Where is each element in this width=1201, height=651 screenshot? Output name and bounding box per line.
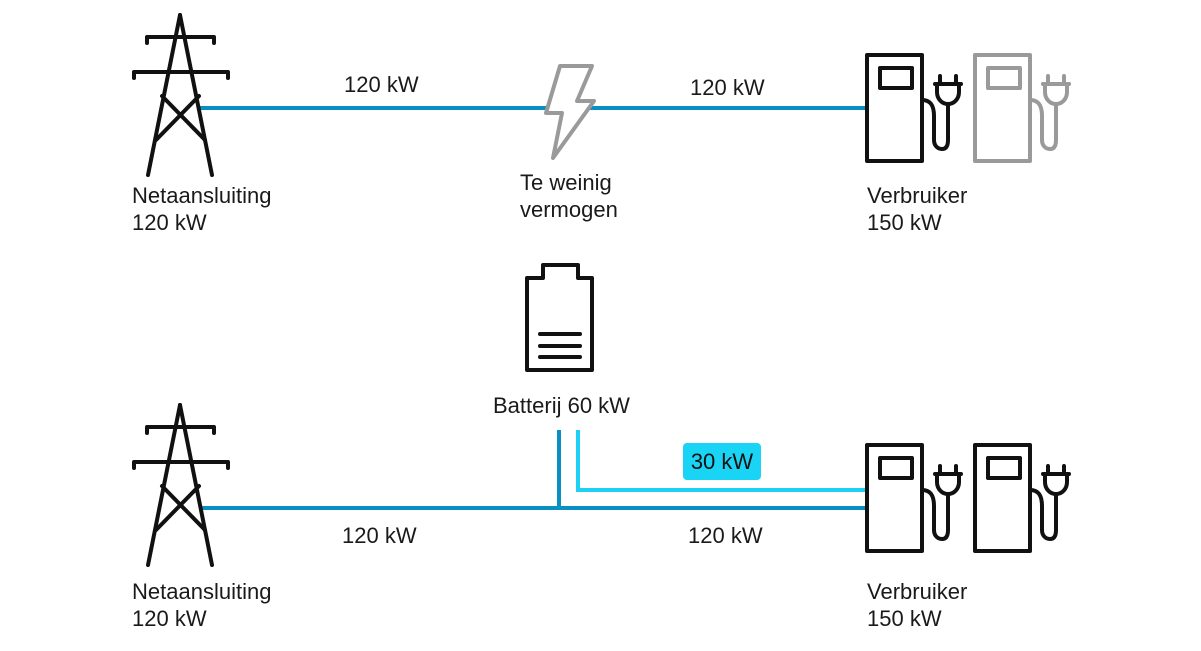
lightning-bolt-icon (544, 64, 596, 160)
battery-flow-line (576, 430, 868, 492)
ev-charger-icon-inactive (973, 53, 1071, 163)
ev-charger-icon (973, 443, 1071, 553)
top-grid-name: Netaansluiting (132, 183, 272, 208)
top-line-right-label: 120 kW (690, 75, 765, 100)
top-grid-power: 120 kW (132, 210, 207, 235)
ev-charger-icon (865, 443, 963, 553)
power-pylon-icon (132, 403, 230, 567)
warning-text-line2: vermogen (520, 197, 618, 222)
bottom-consumer-name: Verbruiker (867, 579, 968, 604)
battery-label: Batterij 60 kW (493, 393, 630, 418)
bottom-grid-power: 120 kW (132, 606, 207, 631)
warning-text-line1: Te weinig (520, 170, 612, 195)
ev-charger-icon (865, 53, 963, 163)
battery-flow-badge: 30 kW (683, 443, 761, 480)
top-line-left-label: 120 kW (344, 72, 419, 97)
top-consumer-power: 150 kW (867, 210, 942, 235)
bottom-grid-name: Netaansluiting (132, 579, 272, 604)
battery-icon (525, 263, 594, 372)
power-pylon-icon (132, 13, 230, 177)
top-consumer-name: Verbruiker (867, 183, 968, 208)
bottom-consumer-power: 150 kW (867, 606, 942, 631)
bottom-line-left-label: 120 kW (342, 523, 417, 548)
bottom-line-right-label: 120 kW (688, 523, 763, 548)
